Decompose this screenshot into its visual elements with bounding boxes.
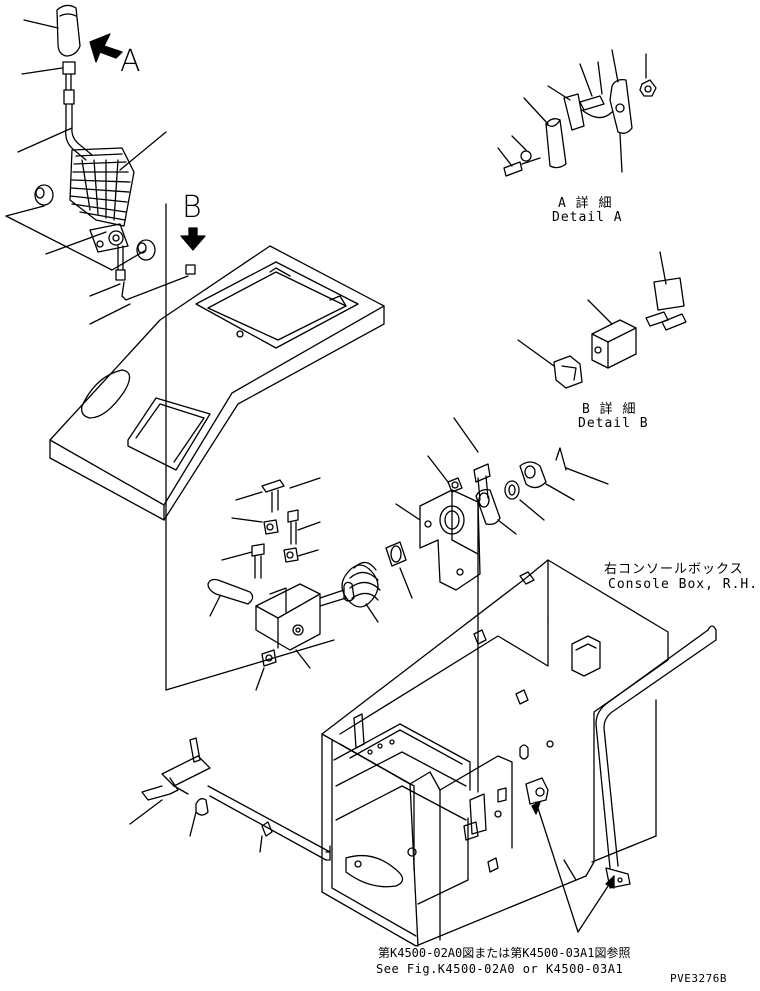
- detail-a-title-jp: A 詳 細: [558, 196, 613, 211]
- reference-note-en: See Fig.K4500-02A0 or K4500-03A1: [376, 962, 624, 976]
- leader-lines-main: [6, 20, 334, 690]
- detail-b-title-en: Detail B: [578, 416, 649, 431]
- lever-bracket: [90, 224, 155, 280]
- detail-a-parts: [498, 50, 656, 176]
- detail-b-parts: [518, 252, 686, 388]
- mounting-bracket: [396, 418, 608, 590]
- view-b-label: B: [182, 190, 203, 225]
- collar-left: [35, 185, 53, 205]
- console-cover: [50, 246, 384, 520]
- rubber-boot: [70, 148, 134, 226]
- detail-a-title-en: Detail A: [552, 210, 623, 225]
- detail-b-title-jp: B 詳 細: [582, 402, 637, 417]
- drawing-code: PVE3276B: [670, 972, 727, 985]
- lever-rod: [66, 104, 92, 160]
- reference-bolt: [526, 778, 614, 932]
- console-box-label-en: Console Box, R.H.: [608, 577, 759, 592]
- lower-linkage: [130, 738, 330, 860]
- lever-knob: [57, 5, 80, 104]
- switch-wire: [122, 265, 195, 300]
- long-lever: [592, 626, 716, 888]
- arrow-b: [181, 228, 205, 250]
- view-a-label: A: [120, 44, 142, 79]
- arrow-a: [90, 34, 122, 62]
- bolts-spring-assembly: [208, 478, 412, 690]
- reference-note-jp: 第K4500-02A0図または第K4500-03A1図参照: [378, 946, 631, 960]
- console-box-frame: [322, 500, 668, 946]
- console-box-label-jp: 右コンソールボックス: [604, 562, 744, 577]
